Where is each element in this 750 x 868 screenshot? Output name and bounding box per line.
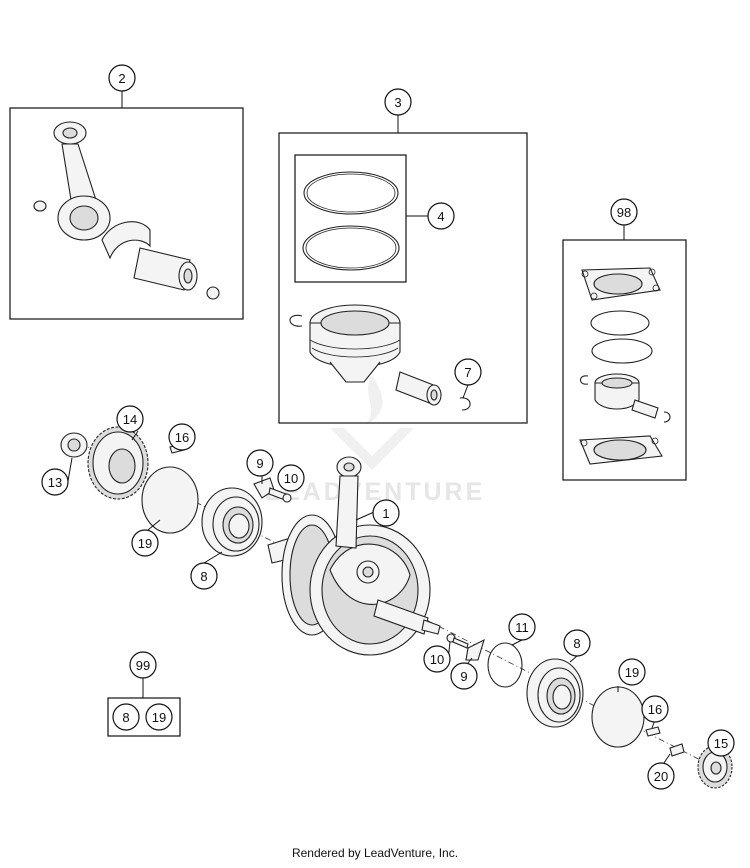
callout-8-left[interactable]: 8	[190, 562, 218, 590]
cylinder-head-gasket-part[interactable]	[581, 267, 661, 301]
pin-ring-part[interactable]	[206, 286, 220, 300]
retaining-plate-right-part[interactable]	[465, 638, 485, 661]
bearing-right-part[interactable]	[526, 658, 584, 728]
callout-15[interactable]: 15	[707, 729, 735, 757]
callout-9-left[interactable]: 9	[246, 449, 274, 477]
svg-text:14: 14	[123, 412, 137, 427]
callout-10-right[interactable]: 10	[423, 645, 451, 673]
conrod-kit-box	[9, 91, 244, 320]
screw-left-part[interactable]	[268, 487, 292, 503]
callout-1[interactable]: 1	[372, 499, 400, 527]
svg-text:2: 2	[118, 71, 125, 86]
svg-text:19: 19	[625, 665, 639, 680]
svg-text:19: 19	[138, 536, 152, 551]
svg-text:98: 98	[617, 205, 631, 220]
svg-text:99: 99	[136, 658, 150, 673]
screw-right-part[interactable]	[446, 633, 469, 649]
gasket-ring-top-part[interactable]	[590, 310, 650, 336]
piston-pin-part-2[interactable]	[395, 371, 442, 406]
conrod-small-ring-part[interactable]	[33, 200, 47, 212]
callout-99[interactable]: 99	[129, 651, 157, 679]
callout-4[interactable]: 4	[427, 202, 455, 230]
gasket-set-box	[562, 225, 687, 481]
callout-19-left[interactable]: 19	[131, 529, 159, 557]
piston-circlip-left-part[interactable]	[289, 314, 303, 327]
callout-2[interactable]: 2	[108, 64, 136, 92]
callout-14[interactable]: 14	[116, 405, 144, 433]
shim-11-part[interactable]	[487, 642, 523, 688]
primary-gear-part[interactable]	[87, 426, 149, 500]
svg-text:1: 1	[382, 506, 389, 521]
woodruff-key-right-part[interactable]	[645, 726, 661, 737]
gear-15-part[interactable]	[697, 745, 733, 789]
svg-text:15: 15	[714, 736, 728, 751]
gasket-circlip-left-part[interactable]	[579, 375, 589, 385]
key-20-part[interactable]	[669, 743, 685, 757]
callout-11[interactable]: 11	[508, 613, 536, 641]
callout-7[interactable]: 7	[454, 358, 482, 386]
callout-8-kit[interactable]: 8	[112, 703, 140, 731]
svg-text:11: 11	[515, 620, 529, 635]
callout-16-left[interactable]: 16	[168, 423, 196, 451]
piston-part[interactable]	[309, 304, 401, 383]
svg-text:8: 8	[122, 710, 129, 725]
svg-text:10: 10	[430, 652, 444, 667]
piston-ring-second-part[interactable]	[302, 225, 400, 271]
crankshaft-part[interactable]	[267, 456, 441, 656]
footer-credit: Rendered by LeadVenture, Inc.	[291, 846, 459, 860]
callout-98[interactable]: 98	[610, 198, 638, 226]
gasket-pin-part[interactable]	[631, 399, 659, 419]
shim-right-part[interactable]	[591, 686, 645, 748]
conrod-part[interactable]	[53, 121, 111, 241]
piston-circlip-right-part[interactable]	[459, 397, 471, 411]
svg-text:8: 8	[573, 636, 580, 651]
callout-10-left[interactable]: 10	[277, 464, 305, 492]
piston-pin-part[interactable]	[133, 247, 198, 291]
gasket-ring-second-part[interactable]	[591, 338, 653, 364]
svg-text:10: 10	[284, 471, 298, 486]
svg-text:8: 8	[200, 569, 207, 584]
piston-ring-top-part[interactable]	[303, 171, 399, 215]
svg-text:16: 16	[648, 702, 662, 717]
piston-kit-box	[278, 115, 528, 424]
svg-text:3: 3	[394, 95, 401, 110]
bearing-left-part[interactable]	[201, 487, 263, 557]
gasket-piston-part[interactable]	[594, 373, 640, 410]
svg-text:20: 20	[654, 769, 668, 784]
callout-13[interactable]: 13	[41, 468, 69, 496]
callout-8-right[interactable]: 8	[563, 629, 591, 657]
callout-19-kit[interactable]: 19	[145, 703, 173, 731]
conrod-bearing-part[interactable]	[101, 221, 151, 260]
svg-text:9: 9	[256, 456, 263, 471]
cylinder-base-gasket-part[interactable]	[579, 435, 663, 465]
callout-20[interactable]: 20	[647, 762, 675, 790]
callout-19-right[interactable]: 19	[618, 658, 646, 686]
shim-left-part[interactable]	[141, 466, 199, 534]
callout-9-right[interactable]: 9	[450, 662, 478, 690]
svg-text:7: 7	[464, 365, 471, 380]
kit-99-box	[107, 678, 181, 737]
svg-text:13: 13	[48, 475, 62, 490]
callout-3[interactable]: 3	[384, 88, 412, 116]
gasket-circlip-right-part[interactable]	[663, 411, 671, 423]
svg-text:19: 19	[152, 710, 166, 725]
svg-text:16: 16	[175, 430, 189, 445]
svg-text:9: 9	[460, 669, 467, 684]
crank-nut-part[interactable]	[60, 432, 88, 458]
svg-text:4: 4	[437, 209, 444, 224]
callout-16-right[interactable]: 16	[641, 695, 669, 723]
watermark-logo	[330, 375, 414, 470]
